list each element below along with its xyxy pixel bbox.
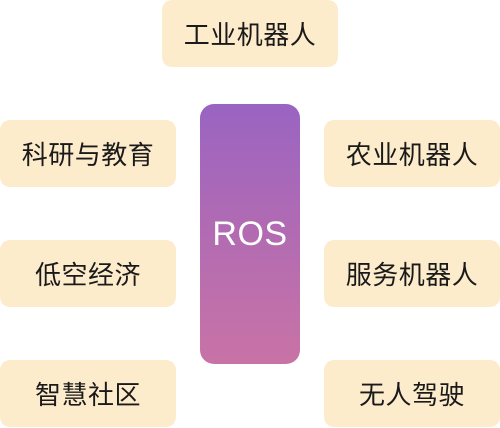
node-label: 低空经济 bbox=[34, 261, 141, 291]
node-service-robots: 服务机器人 bbox=[324, 240, 500, 307]
ros-label: ROS bbox=[212, 214, 288, 253]
ros-center-block: ROS bbox=[200, 104, 300, 364]
node-label: 智慧社区 bbox=[34, 381, 141, 411]
node-smart-community: 智慧社区 bbox=[0, 360, 176, 427]
node-research-education: 科研与教育 bbox=[0, 120, 176, 187]
node-industrial-robots: 工业机器人 bbox=[162, 0, 338, 67]
node-agricultural-robots: 农业机器人 bbox=[324, 120, 500, 187]
node-autonomous-driving: 无人驾驶 bbox=[324, 360, 500, 427]
node-label: 农业机器人 bbox=[345, 141, 479, 171]
node-low-altitude-economy: 低空经济 bbox=[0, 240, 176, 307]
node-label: 服务机器人 bbox=[345, 261, 479, 291]
node-label: 科研与教育 bbox=[21, 141, 155, 171]
node-label: 工业机器人 bbox=[183, 21, 317, 51]
node-label: 无人驾驶 bbox=[358, 381, 465, 411]
